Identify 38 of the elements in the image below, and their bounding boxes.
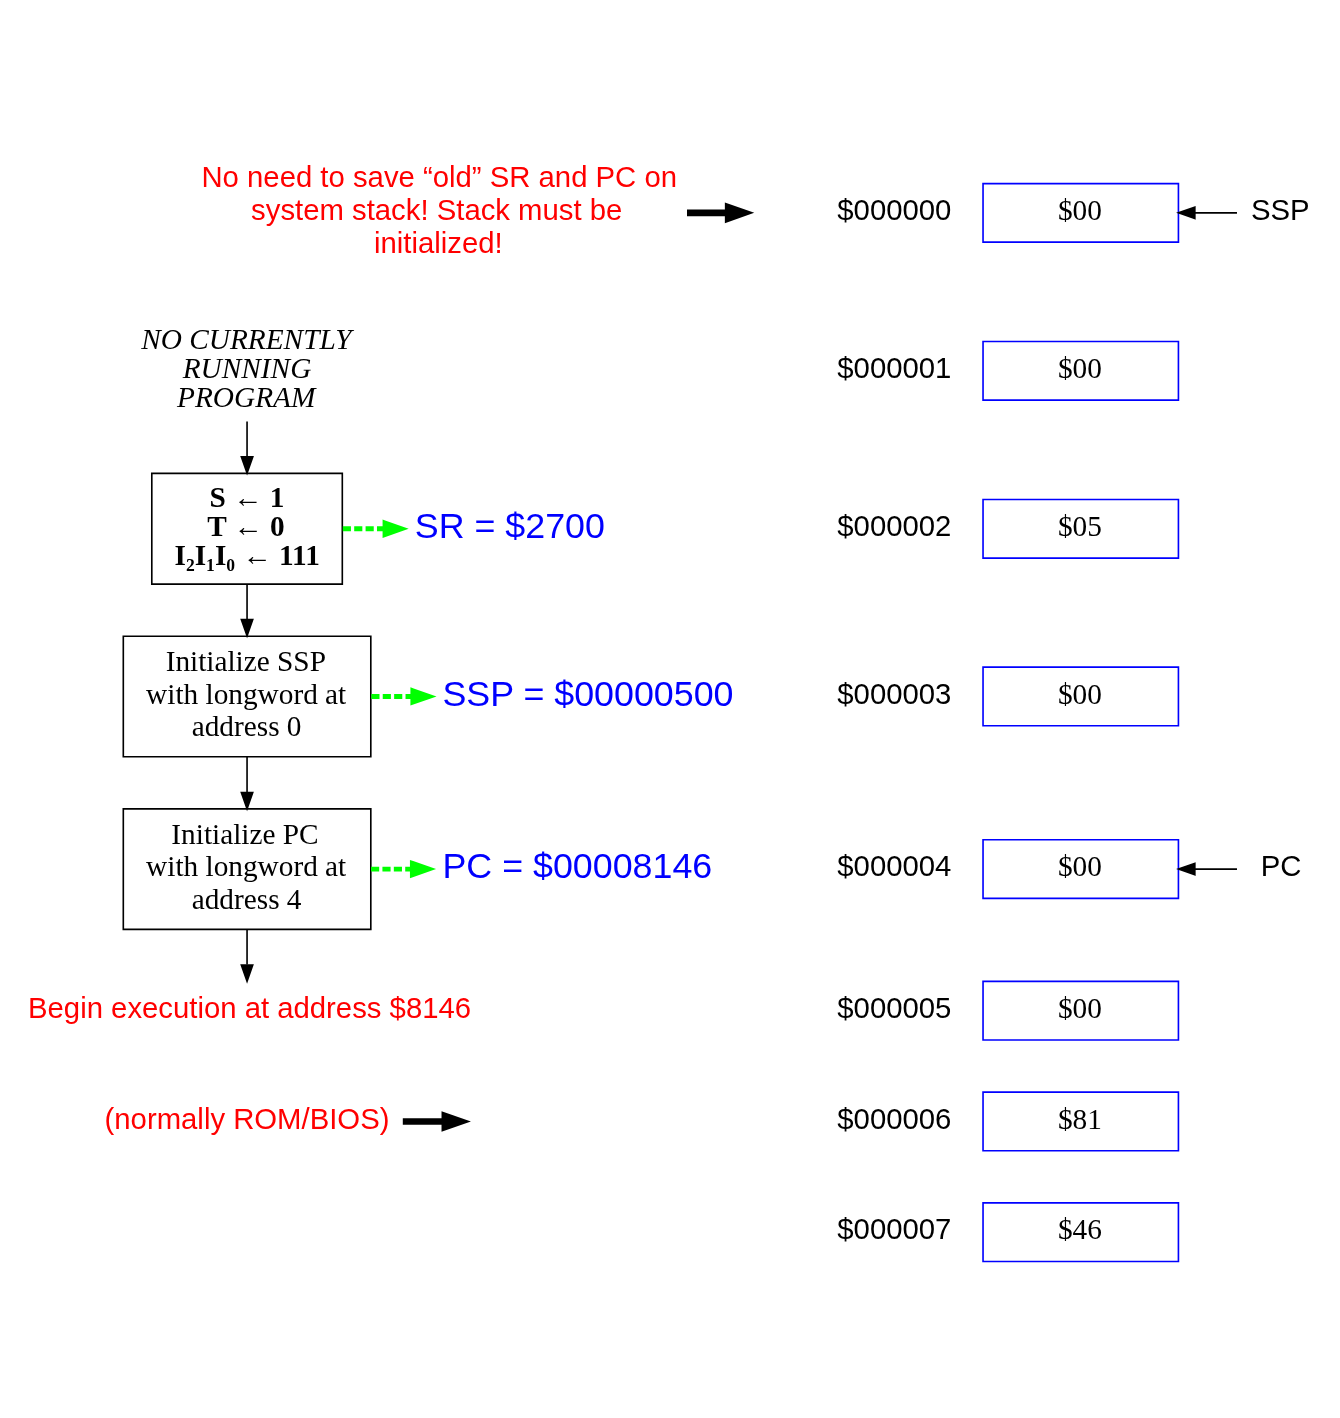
node-box: $81 — [982, 1090, 1180, 1152]
node-text: SR = $2700 — [414, 505, 605, 546]
node-box: $05 — [982, 498, 1180, 559]
arrow — [1176, 205, 1238, 220]
node-label: $000003 — [837, 676, 952, 710]
arrow — [240, 420, 254, 476]
node-text: Begin execution at address $8146 — [28, 990, 472, 1024]
node-label: $000007 — [837, 1211, 952, 1245]
node-text: PC = $00008146 — [442, 845, 713, 886]
node-text: NO CURRENTLY RUNNING PROGRAM — [141, 322, 352, 413]
node-label: $000006 — [837, 1101, 952, 1135]
node-box: Initialize PC with longword at address 4 — [122, 807, 372, 930]
arrow — [402, 1110, 471, 1132]
node-box: $00 — [982, 838, 1180, 899]
node-box: $00 — [982, 182, 1180, 243]
node-box: Initialize SSP with longword at address 0 — [122, 634, 372, 758]
node-label: $000005 — [837, 990, 952, 1024]
node-box: $46 — [982, 1201, 1180, 1262]
node-text: SSP = $00000500 — [442, 673, 734, 714]
node-text: No need to save “old” SR and PC on system stack! Stack must be initialized! — [201, 159, 677, 259]
node-box: $00 — [982, 980, 1180, 1041]
arrow — [342, 519, 409, 538]
node-text: PC — [1260, 848, 1302, 882]
arrow — [371, 859, 437, 878]
node-label: $000000 — [837, 192, 952, 226]
node-box: S ← 1 T ← 0 I₂I₁I₀ ← 111 — [151, 472, 344, 585]
arrow — [1176, 861, 1238, 876]
node-box: $00 — [982, 340, 1180, 401]
arrow — [240, 755, 254, 811]
node-label: $000001 — [837, 350, 952, 384]
node-label: $000002 — [837, 508, 952, 542]
node-label: $000004 — [837, 848, 952, 882]
node-text: (normally ROM/BIOS) — [104, 1101, 390, 1135]
arrow — [240, 582, 254, 638]
arrow — [240, 928, 254, 984]
arrow — [371, 686, 437, 706]
node-text: SSP — [1250, 192, 1310, 226]
node-box: $00 — [982, 665, 1180, 727]
